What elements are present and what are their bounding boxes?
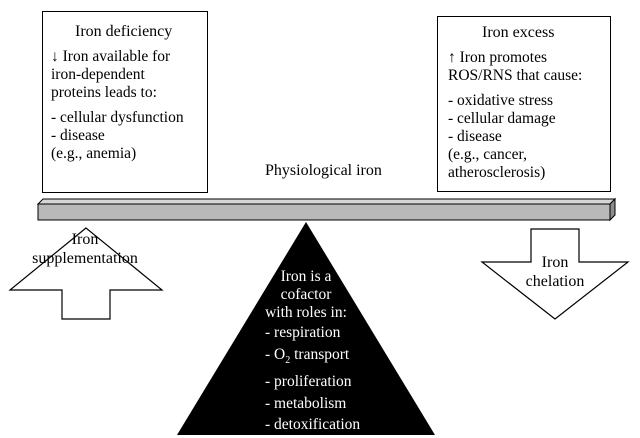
deficiency-item: - disease: [51, 127, 105, 144]
iron-deficiency-title: Iron deficiency: [75, 23, 173, 40]
role-o2-suffix: transport: [290, 345, 350, 363]
supplementation-line: Iron: [71, 231, 99, 248]
iron-roles-list: - respiration - O2 transport - prolifera…: [241, 324, 371, 434]
excess-line: ↑ Iron promotes: [448, 49, 548, 66]
role-proliferation: - proliferation: [265, 373, 352, 391]
supplementation-line: supplementation: [32, 250, 138, 267]
fulcrum-triangle: [177, 222, 435, 435]
excess-item: - cellular damage: [448, 110, 556, 127]
fulcrum-title-line: cofactor: [280, 286, 332, 303]
role-respiration: - respiration: [265, 324, 341, 341]
iron-supplementation-label: Iron supplementation: [16, 230, 154, 268]
excess-item: (e.g., cancer,: [448, 146, 527, 163]
deficiency-item: (e.g., anemia): [51, 145, 137, 162]
role-o2-transport: - O2 transport: [241, 346, 371, 370]
seesaw-beam: [36, 197, 617, 222]
chelation-line: chelation: [525, 273, 585, 290]
iron-deficiency-text: ↓ Iron available for iron-dependent prot…: [51, 48, 184, 163]
fulcrum-title-line: Iron is a: [280, 268, 332, 285]
role-o2-subscript: 2: [285, 354, 291, 366]
role-metabolism: - metabolism: [265, 394, 347, 412]
beam-top-face: [36, 198, 617, 205]
iron-excess-title: Iron excess: [482, 24, 555, 41]
physiological-iron-label: Physiological iron: [265, 162, 382, 179]
excess-item: atherosclerosis): [448, 164, 546, 181]
up-arrow: [8, 227, 164, 320]
chelation-line: Iron: [541, 254, 569, 271]
deficiency-item: - cellular dysfunction: [51, 109, 184, 126]
iron-deficiency-box: Iron deficiency ↓ Iron available for iro…: [42, 11, 208, 193]
excess-item: - disease: [448, 128, 502, 145]
down-arrow: [480, 228, 630, 320]
iron-excess-text: ↑ Iron promotes ROS/RNS that cause: - ox…: [448, 49, 582, 182]
role-o2-prefix: - O: [265, 345, 286, 363]
role-detoxification: - detoxification: [265, 416, 361, 434]
excess-line: ROS/RNS that cause:: [448, 67, 583, 84]
excess-item: - oxidative stress: [448, 92, 554, 109]
deficiency-line: proteins leads to:: [51, 84, 157, 101]
fulcrum-text: Iron is a cofactor with roles in: - resp…: [241, 268, 371, 438]
iron-chelation-label: Iron chelation: [520, 253, 590, 291]
fulcrum-title: Iron is a cofactor with roles in:: [241, 268, 371, 322]
fulcrum-title-line: with roles in:: [265, 304, 347, 321]
deficiency-line: iron-dependent: [51, 66, 145, 83]
iron-excess-box: Iron excess ↑ Iron promotes ROS/RNS that…: [437, 16, 611, 192]
deficiency-line: ↓ Iron available for: [51, 48, 171, 65]
beam-front-face: [37, 203, 611, 221]
beam-side-face: [609, 197, 616, 222]
